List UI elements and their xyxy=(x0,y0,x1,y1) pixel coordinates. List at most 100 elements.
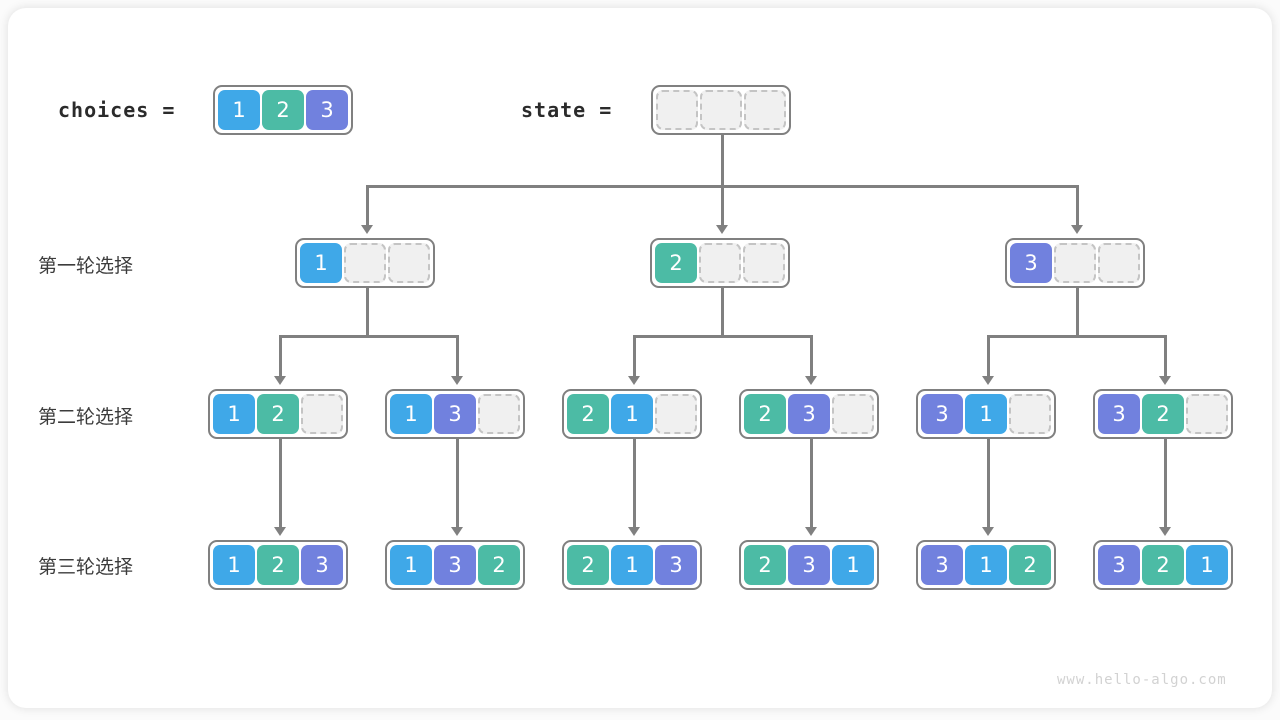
arrowhead-level1-3 xyxy=(1071,225,1083,234)
row-label-round-1: 第一轮选择 xyxy=(38,255,134,277)
edge-l2-bus-3 xyxy=(987,335,1167,338)
array-cell-value: 2 xyxy=(567,394,609,434)
array-cell-empty xyxy=(700,90,742,130)
array-cell-value: 2 xyxy=(262,90,304,130)
array-cell-value: 3 xyxy=(301,545,343,585)
array-cell-value: 2 xyxy=(1009,545,1051,585)
array-cell-value: 1 xyxy=(390,545,432,585)
edge-l3-drop-6 xyxy=(1164,438,1167,528)
edge-l2-stem-1 xyxy=(366,287,369,337)
edge-level1-drop-3 xyxy=(1076,185,1079,226)
array-cell-empty xyxy=(1009,394,1051,434)
arrowhead-l3-6 xyxy=(1159,527,1171,536)
array-cell-value: 3 xyxy=(1010,243,1052,283)
edge-l2-stem-2 xyxy=(721,287,724,337)
array-cell-value: 1 xyxy=(611,394,653,434)
node-round-1-0: 1 xyxy=(295,238,435,288)
arrowhead-l2-3a xyxy=(982,376,994,385)
array-cell-empty xyxy=(388,243,430,283)
array-cell-value: 1 xyxy=(213,545,255,585)
state-label: state = xyxy=(521,98,613,122)
arrowhead-level1-1 xyxy=(361,225,373,234)
edge-l2-drop-1a xyxy=(279,335,282,377)
state-array xyxy=(651,85,791,135)
array-cell-value: 1 xyxy=(611,545,653,585)
row-label-round-2: 第二轮选择 xyxy=(38,406,134,428)
array-cell-empty xyxy=(1098,243,1140,283)
array-cell-empty xyxy=(1186,394,1228,434)
array-cell-value: 1 xyxy=(965,545,1007,585)
node-round-1-2: 3 xyxy=(1005,238,1145,288)
array-cell-value: 2 xyxy=(744,545,786,585)
array-cell-value: 3 xyxy=(434,394,476,434)
choices-label: choices = xyxy=(58,98,176,122)
array-cell-empty xyxy=(301,394,343,434)
arrowhead-l3-1 xyxy=(274,527,286,536)
watermark: www.hello-algo.com xyxy=(1057,672,1227,688)
array-cell-value: 2 xyxy=(655,243,697,283)
array-cell-value: 2 xyxy=(567,545,609,585)
arrowhead-l2-3b xyxy=(1159,376,1171,385)
array-cell-value: 3 xyxy=(921,545,963,585)
array-cell-empty xyxy=(656,90,698,130)
array-cell-value: 2 xyxy=(744,394,786,434)
array-cell-empty xyxy=(344,243,386,283)
array-cell-empty xyxy=(743,243,785,283)
array-cell-value: 3 xyxy=(921,394,963,434)
array-cell-value: 3 xyxy=(1098,545,1140,585)
arrowhead-l3-3 xyxy=(628,527,640,536)
edge-l2-drop-1b xyxy=(456,335,459,377)
edge-l2-drop-3b xyxy=(1164,335,1167,377)
arrowhead-l2-1a xyxy=(274,376,286,385)
array-cell-value: 1 xyxy=(1186,545,1228,585)
edge-l3-drop-1 xyxy=(279,438,282,528)
edge-l2-drop-3a xyxy=(987,335,990,377)
edge-l3-drop-5 xyxy=(987,438,990,528)
array-cell-value: 3 xyxy=(788,545,830,585)
arrowhead-l3-2 xyxy=(451,527,463,536)
edge-l2-bus-2 xyxy=(633,335,813,338)
array-cell-value: 2 xyxy=(478,545,520,585)
array-cell-value: 1 xyxy=(390,394,432,434)
edge-l3-drop-4 xyxy=(810,438,813,528)
array-cell-value: 3 xyxy=(1098,394,1140,434)
array-cell-empty xyxy=(655,394,697,434)
edge-root-stem xyxy=(721,133,724,187)
arrowhead-l3-5 xyxy=(982,527,994,536)
edge-l2-stem-3 xyxy=(1076,287,1079,337)
array-cell-value: 3 xyxy=(434,545,476,585)
array-cell-empty xyxy=(832,394,874,434)
diagram-card xyxy=(8,8,1272,708)
edge-level1-drop-1 xyxy=(366,185,369,226)
arrowhead-l3-4 xyxy=(805,527,817,536)
array-cell-value: 1 xyxy=(300,243,342,283)
array-cell-value: 1 xyxy=(832,545,874,585)
row-label-round-3: 第三轮选择 xyxy=(38,556,134,578)
edge-l2-drop-2a xyxy=(633,335,636,377)
array-cell-value: 2 xyxy=(1142,545,1184,585)
node-round-1-1: 2 xyxy=(650,238,790,288)
arrowhead-l2-2b xyxy=(805,376,817,385)
array-cell-value: 2 xyxy=(257,545,299,585)
array-cell-value: 2 xyxy=(1142,394,1184,434)
arrowhead-level1-2 xyxy=(716,225,728,234)
edge-l3-drop-2 xyxy=(456,438,459,528)
edge-level1-drop-2 xyxy=(721,185,724,226)
edge-l3-drop-3 xyxy=(633,438,636,528)
array-cell-value: 2 xyxy=(257,394,299,434)
array-cell-empty xyxy=(1054,243,1096,283)
edge-l2-bus-1 xyxy=(279,335,459,338)
